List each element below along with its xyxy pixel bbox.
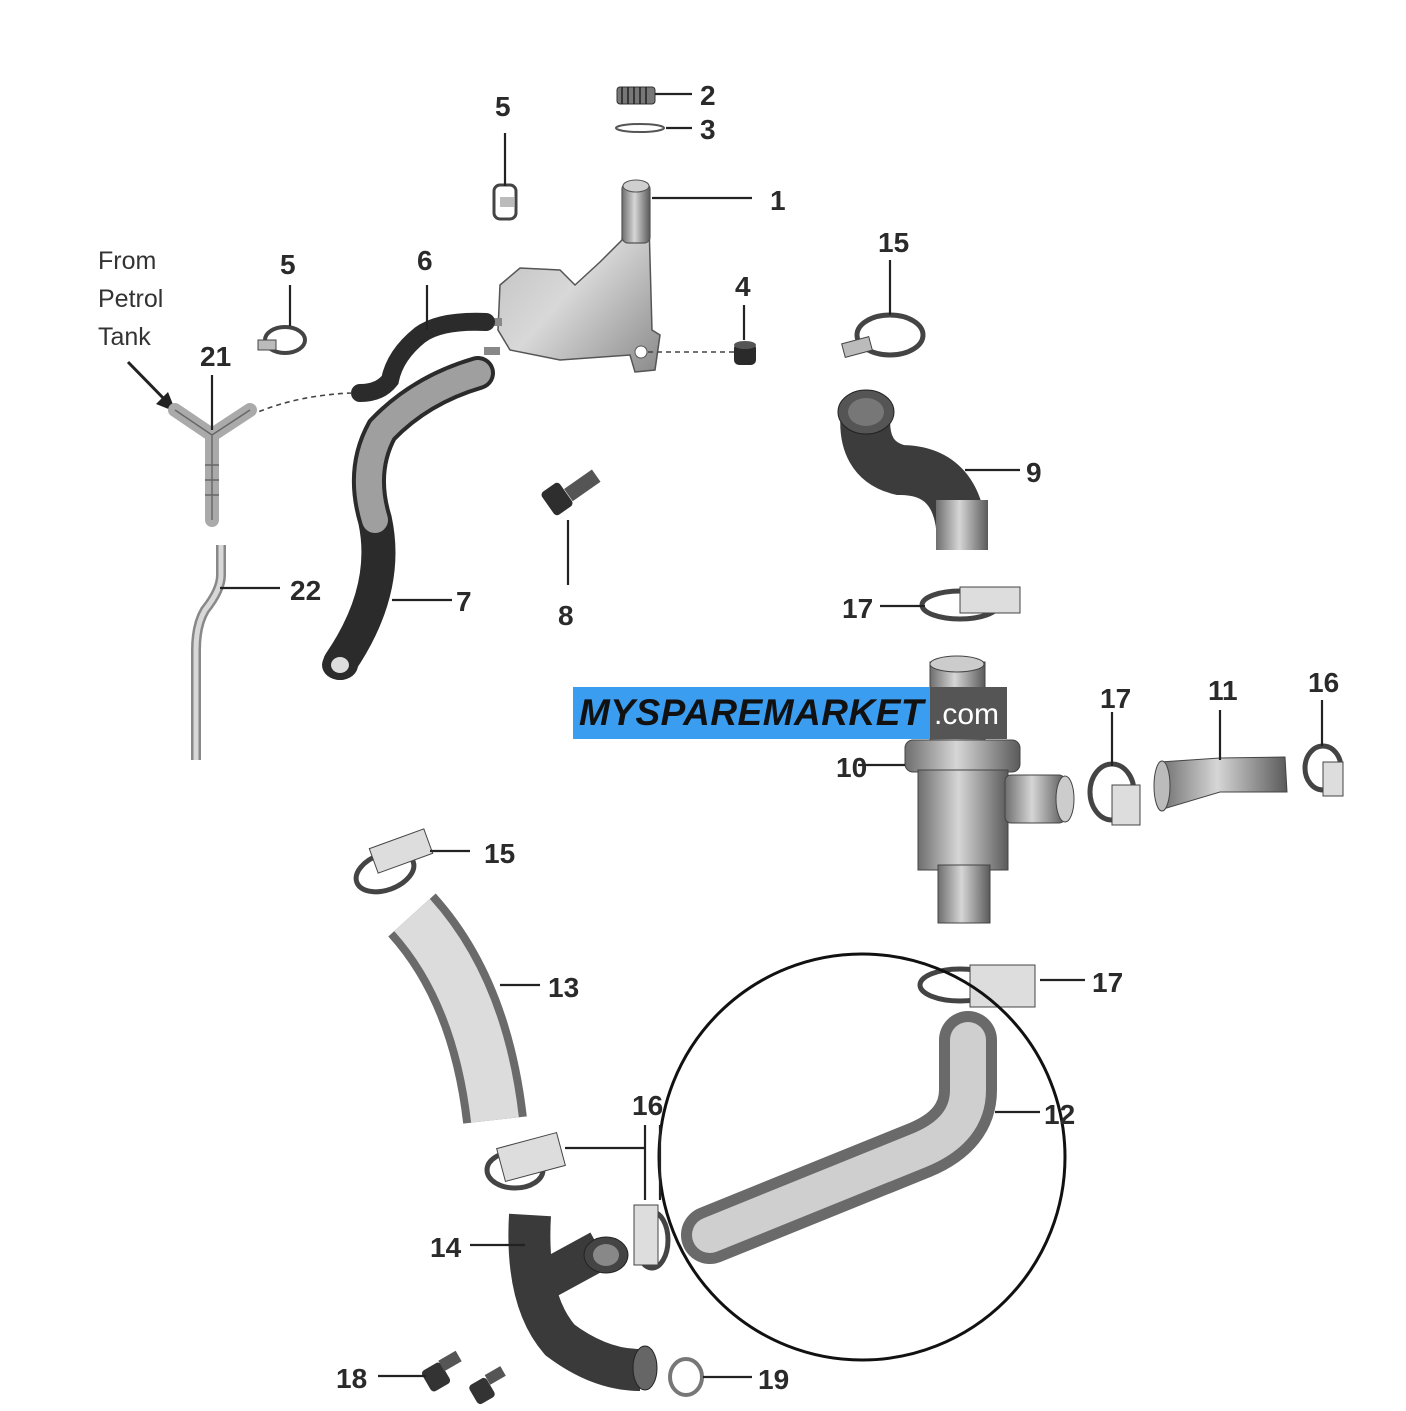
reservoir-tank [484, 179, 661, 373]
callout-22: 22 [290, 575, 321, 606]
callout-3: 3 [700, 114, 716, 145]
rubber-grommet [734, 341, 756, 365]
fuel-pipe [193, 545, 224, 760]
arrow-icon [126, 360, 176, 412]
callout-11: 11 [1208, 675, 1238, 706]
callout-13: 14 [430, 1232, 462, 1263]
coolant-pipe [692, 1022, 986, 1253]
hose-clip [353, 828, 434, 895]
radiator-hose [393, 898, 519, 1123]
callout-9: 10 [836, 752, 867, 783]
hose-clip [484, 1131, 566, 1191]
callout-2: 2 [700, 80, 716, 111]
callout-5-top: 5 [495, 91, 511, 122]
hose-clip [633, 1204, 671, 1271]
callout-1: 1 [770, 185, 786, 216]
note-line-1: From [98, 247, 156, 275]
note-line-2: Petrol [98, 285, 163, 313]
hose-clip [919, 586, 1021, 622]
hose-clip [841, 312, 926, 358]
callout-6: 6 [417, 245, 433, 276]
cap-gasket [615, 123, 665, 133]
filler-cap [616, 86, 656, 105]
o-ring [668, 1357, 704, 1397]
watermark-main: MYSPAREMARKET [573, 687, 930, 739]
callout-21: 21 [200, 341, 231, 372]
watermark-tld: .com [930, 687, 1008, 739]
y-connector [168, 403, 257, 527]
hose-clip [917, 964, 1036, 1008]
flange-bolt [469, 1366, 506, 1405]
hose-clip [257, 325, 307, 355]
flange-bolt [421, 1350, 462, 1392]
callout-19: 19 [758, 1364, 789, 1395]
callout-14: 13 [548, 972, 579, 1003]
callout-5-left: 5 [280, 249, 296, 280]
callout-15-lower: 15 [484, 838, 515, 869]
outlet-elbow [508, 1213, 658, 1391]
callout-4: 4 [735, 271, 751, 302]
callout-16-right: 16 [1308, 667, 1339, 698]
elbow-hose [837, 389, 988, 550]
watermark: MYSPAREMARKET .com [573, 687, 1008, 739]
callout-10: 9 [1026, 457, 1042, 488]
hose-clip [1302, 743, 1344, 797]
breather-hose [351, 312, 495, 402]
mounting-bolt [541, 469, 601, 516]
hose-clip [492, 183, 518, 221]
callout-18: 18 [336, 1363, 367, 1394]
callout-7: 7 [456, 586, 472, 617]
callout-17-upper: 17 [842, 593, 873, 624]
callout-17-right: 17 [1100, 683, 1131, 714]
bypass-hose [1153, 756, 1288, 812]
note-line-3: Tank [98, 323, 151, 351]
callout-16-lower: 16 [632, 1090, 663, 1121]
hose-clip [1087, 761, 1141, 826]
callout-12: 12 [1044, 1099, 1075, 1130]
callout-15-top: 15 [878, 227, 909, 258]
callout-8: 8 [558, 600, 574, 631]
callout-17-lower: 17 [1092, 967, 1123, 998]
